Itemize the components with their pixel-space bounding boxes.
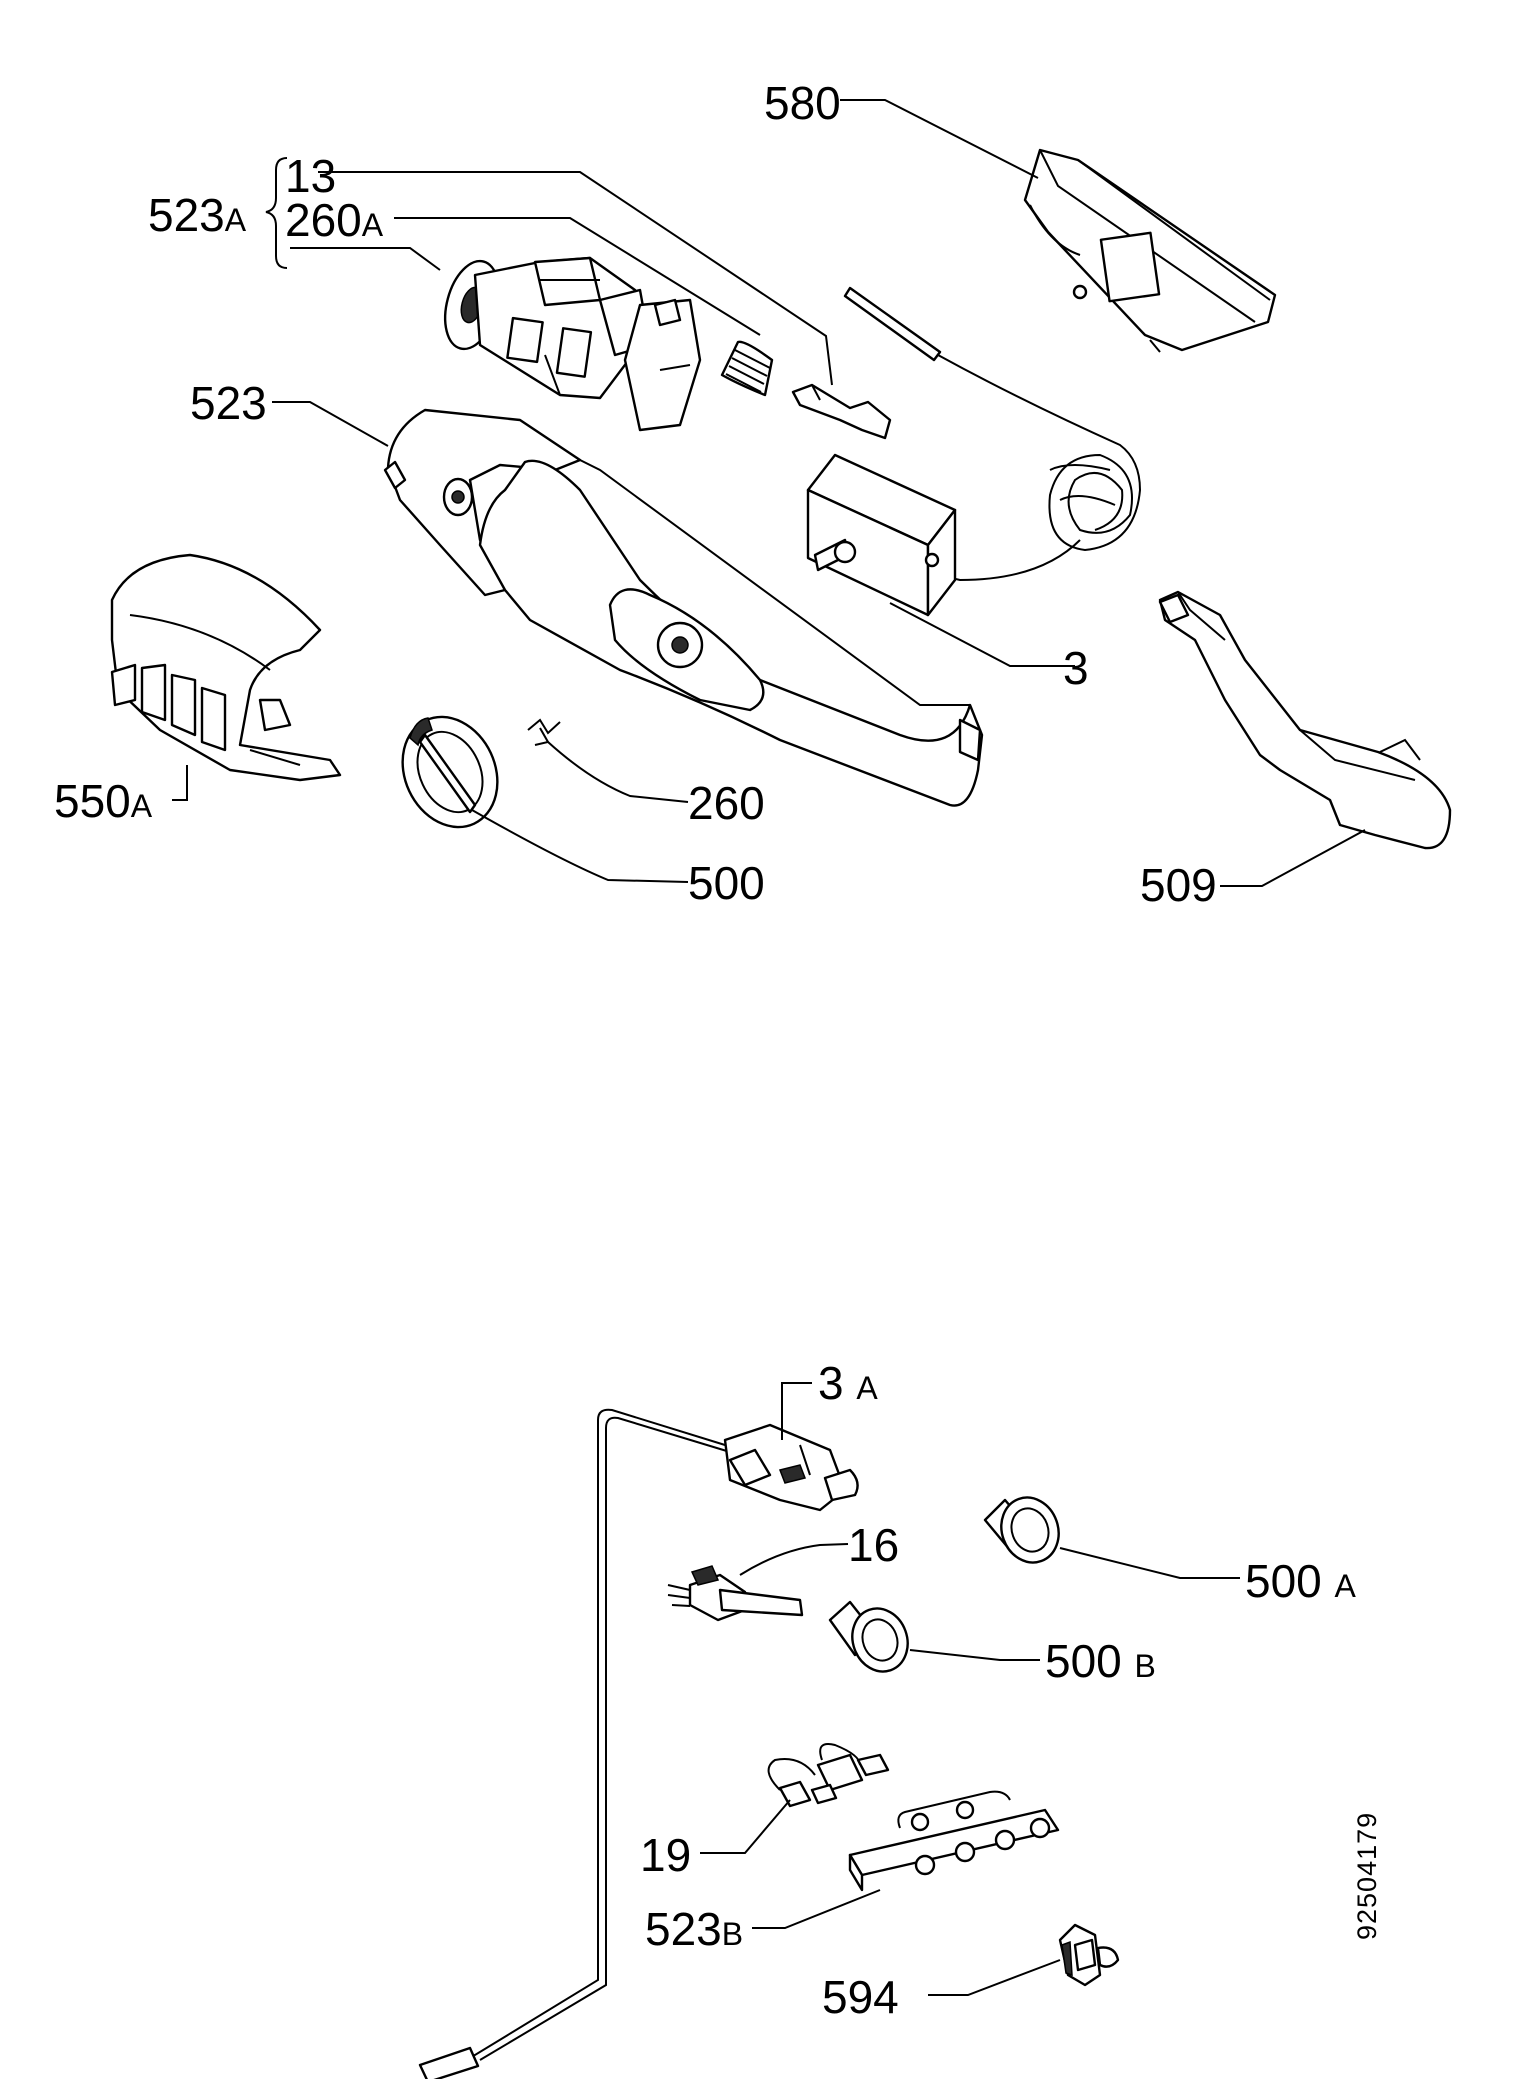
leader-509 — [1220, 829, 1366, 887]
label-594: 594 — [822, 1971, 899, 2023]
part-500a-knob — [983, 1496, 1060, 1564]
brace-523a — [265, 157, 288, 269]
label-580: 580 — [764, 77, 841, 129]
label-500: 500 — [688, 857, 765, 909]
part-3-thermostat — [806, 453, 957, 617]
label-523: 523 — [190, 377, 267, 429]
part-509-handle — [1158, 590, 1452, 850]
label-13: 13 — [285, 150, 337, 202]
label-3: 3 — [1063, 642, 1089, 694]
label-260a: 260A — [285, 194, 384, 246]
part-523-housing — [383, 408, 984, 807]
leader-16 — [739, 1543, 849, 1576]
leader-500 — [471, 809, 689, 883]
part-13-lever — [791, 383, 892, 440]
part-260-clip — [527, 718, 561, 746]
label-523b: 523B — [645, 1903, 744, 1955]
part-500b-knob — [828, 1600, 909, 1673]
leader-594 — [928, 1959, 1061, 1996]
leader-500b — [909, 1649, 1040, 1661]
label-509: 509 — [1140, 859, 1217, 911]
label-523a: 523A — [148, 189, 247, 241]
part-594-button — [1058, 1923, 1120, 1987]
leader-260a — [394, 217, 761, 336]
document-id: 92504179 — [1352, 1811, 1382, 1940]
label-500b: 500 B — [1045, 1635, 1156, 1687]
part-16-switch — [667, 1565, 804, 1622]
label-3a: 3 A — [818, 1357, 878, 1409]
leader-500a — [1059, 1547, 1240, 1579]
part-523b-panel — [848, 1790, 1060, 1892]
leader-523a-bracket — [290, 247, 441, 271]
leader-13 — [340, 171, 833, 386]
leader-523 — [272, 401, 389, 447]
label-500a: 500 A — [1245, 1555, 1356, 1607]
leader-3a — [781, 1382, 812, 1440]
leader-550a — [172, 765, 188, 801]
part-260a-spring — [720, 340, 774, 397]
leader-523b — [752, 1889, 881, 1929]
leader-580 — [840, 99, 1039, 179]
leader-3 — [889, 602, 1075, 667]
label-16: 16 — [848, 1519, 900, 1571]
part-19-lamp-holders — [767, 1743, 890, 1808]
label-260: 260 — [688, 777, 765, 829]
part-523a-switch-assembly — [443, 256, 702, 432]
label-19: 19 — [640, 1829, 692, 1881]
leader-19 — [700, 1799, 791, 1854]
leader-260 — [547, 741, 689, 803]
label-550a: 550A — [54, 775, 153, 827]
part-580-bracket — [1023, 148, 1277, 353]
part-3a-thermostat — [418, 1408, 859, 2079]
part-550a-cover — [110, 553, 342, 782]
part-500-knob — [401, 715, 499, 829]
part-3-capillary-coil — [843, 286, 1142, 582]
